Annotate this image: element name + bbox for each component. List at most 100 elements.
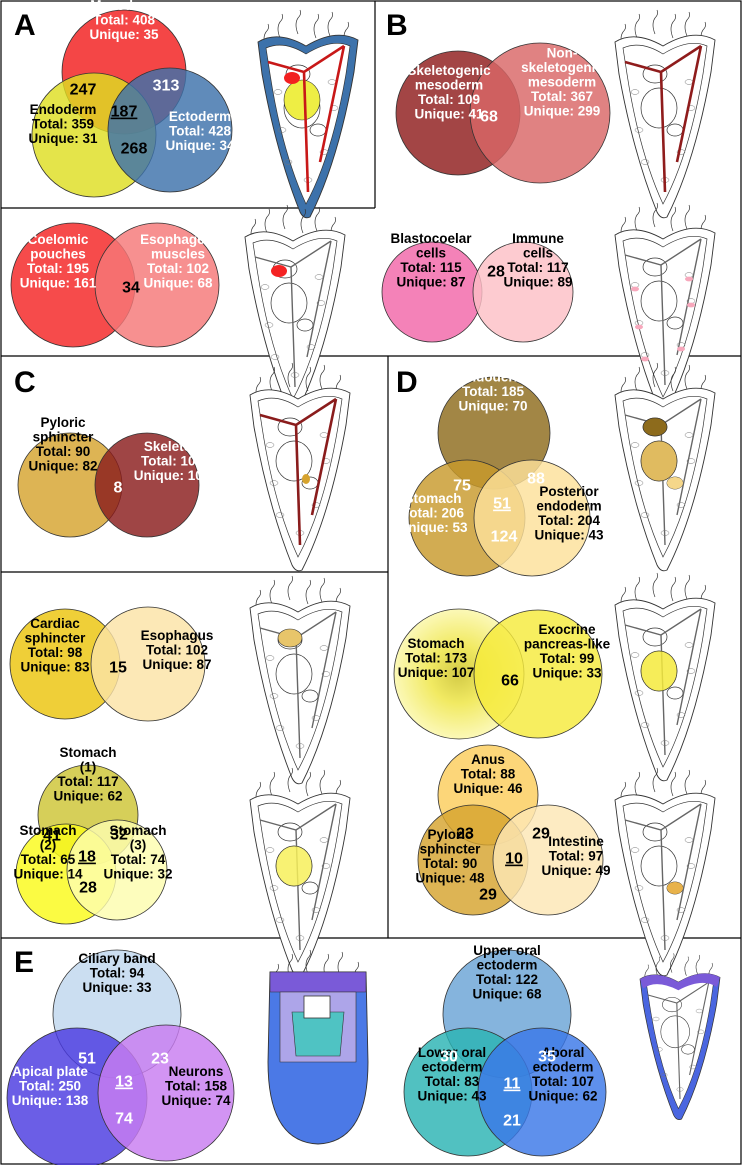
venn-label-line: (3) [130,838,147,853]
venn-label-line: Total: 102 [147,261,209,276]
venn-label-line: Total: 367 [531,89,593,104]
cilium-icon [634,366,641,392]
cell-icon [275,917,285,923]
venn-label-line: Posterior [539,484,599,499]
cell-icon [660,935,670,941]
stomach-region [660,1015,690,1049]
larva-ectoderm-neural [267,949,369,1145]
venn-circle [472,241,574,343]
panel-label-e: E [14,946,34,979]
venn-label-line: Stomach [407,636,464,651]
venn-label-line: Total: 65 [21,852,76,867]
cilium-icon [269,579,276,605]
venn-label-line: Total: 204 [538,513,601,528]
venn-label-line: Unique: 87 [142,657,211,672]
venn-label-line: Total: 115 [400,260,462,275]
venn-label-line: Total: 97 [549,849,604,864]
stomach-region [275,653,313,695]
cell-icon [311,502,321,508]
venn-label-line: Total: 122 [476,972,538,987]
skeletal-rods [624,238,702,386]
panel-label-a: A [14,9,36,42]
cilium-icon [319,769,326,795]
venn-label-line: Esophagus [141,628,214,643]
larva-hindgut [614,767,716,977]
venn-circle [90,606,206,722]
venn-label-line: Unique: 43 [417,1089,487,1104]
cilium-icon [670,13,677,39]
cell-icon [321,671,331,677]
venn-label-line: Skeleton [144,439,200,454]
venn-overlap-count: 21 [503,1113,521,1130]
venn-overlap-count: 29 [479,887,497,904]
cell-icon [630,652,640,658]
venn-label-line: Total: 250 [19,1079,81,1094]
venn-label-line: Immune [512,231,564,246]
venn-overlap-count: 32 [110,827,128,844]
cell-icon [640,917,650,923]
stomach-region [640,845,678,887]
venn-label-line: Cardiac [30,616,80,631]
venn-overlap-count: 51 [78,1051,96,1068]
cell-icon [695,1008,703,1014]
stomach-highlight [640,440,678,482]
venn-overlap-count: 68 [480,109,498,126]
esophagus-region [277,417,303,437]
cell-icon [283,159,293,165]
venn-label-line: Unique: 82 [28,459,97,474]
cell-icon [275,725,285,731]
venn-label-line: Unique: 49 [541,863,610,878]
venn-overlap-count: 28 [79,880,97,897]
venn-label-line: pancreas-like [524,637,611,652]
cilium-icon [314,206,321,232]
venn-label-line: skeletogenic [521,60,603,75]
venn-label-line: Endoderm [30,102,97,117]
venn-label-line: Unique: 14 [13,867,83,882]
venn-circle [107,67,233,193]
venn-label-line: sphincter [25,631,87,646]
venn-label-line: Stomach [59,745,116,760]
venn-label-line: (1) [80,760,97,775]
venn-label-line: cells [523,246,553,261]
cilium-icon [652,9,659,35]
venn-overlap-count: 88 [527,471,545,488]
venn-label-line: Unique: 83 [20,660,90,675]
venn-label-line: Unique: 101 [134,468,211,483]
cilium-icon [634,13,641,39]
mouth-opening [303,995,331,1019]
cell-icon [660,530,670,536]
venn-label-line: Unique: 89 [503,275,572,290]
cilium-icon [684,204,691,230]
venn-circle [97,1024,235,1162]
cell-icon [640,512,650,518]
cilium-icon [305,949,312,975]
cilium-icon [695,954,701,975]
cell-icon [321,863,331,869]
cilium-icon [655,956,661,976]
cilium-icon [652,572,659,598]
venn-label-line: Total: 102 [146,643,208,658]
skeleton-highlight [624,44,703,193]
venn-label-line: Total: 428 [169,124,232,139]
venn-label-line: Unique: 31 [28,131,98,146]
venn-overlap-count: 11 [504,1076,521,1093]
cell-icon [269,885,279,891]
cilium-icon [305,366,312,392]
cilium-icon [684,769,691,795]
venn-label-line: Stomach [109,823,166,838]
venn-label-line: Unique: 35 [89,27,159,42]
